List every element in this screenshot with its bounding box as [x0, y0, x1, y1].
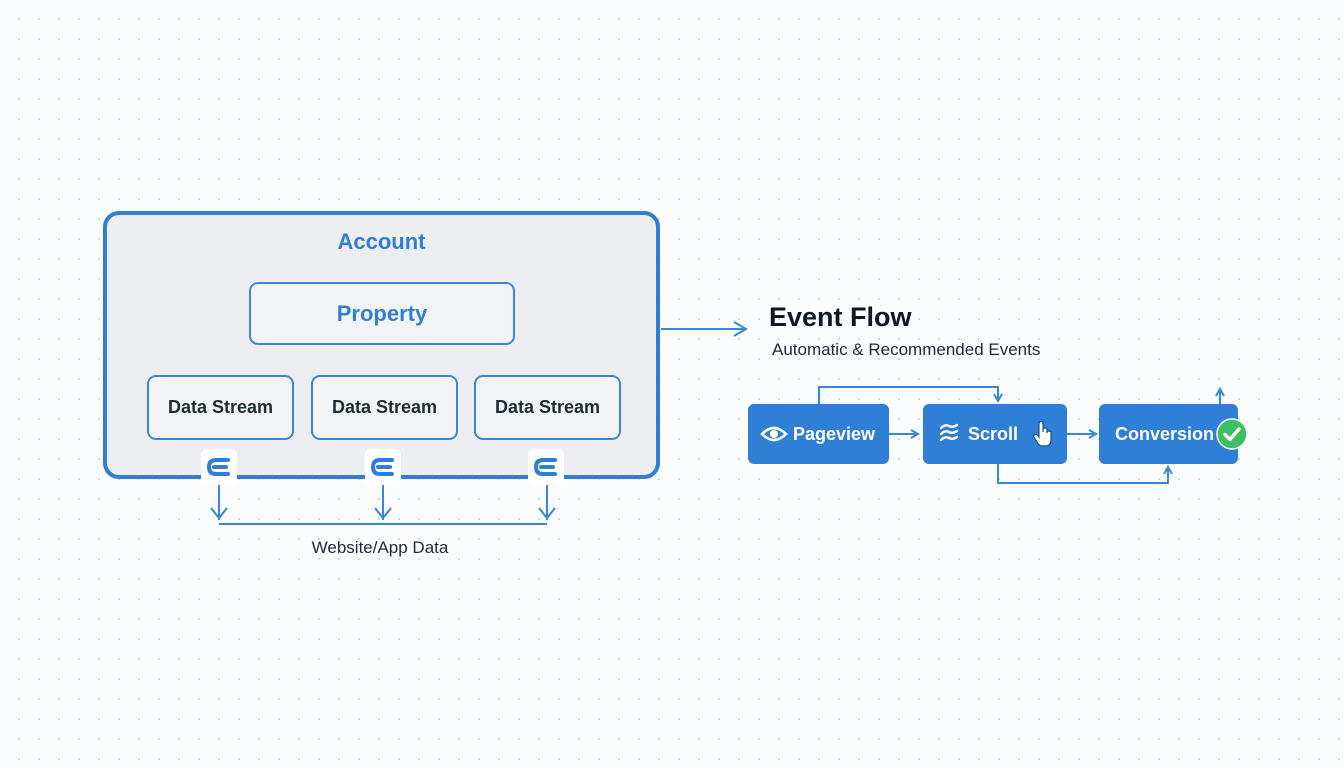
data-stream-node-3: Data Stream [474, 375, 621, 440]
source-caption: Website/App Data [311, 538, 449, 557]
checkmark-badge-icon [1216, 418, 1248, 450]
property-label: Property [336, 300, 428, 326]
data-stream-label: Data Stream [331, 397, 438, 417]
hand-pointer-icon [1032, 420, 1054, 448]
scroll-wave-icon [937, 421, 961, 447]
event-node-conversion: Conversion [1099, 404, 1238, 464]
event-label: Conversion [1115, 423, 1215, 444]
tag-icon [365, 449, 401, 485]
account-title: Account [337, 229, 426, 254]
data-stream-node-1: Data Stream [147, 375, 294, 440]
event-label: Pageview [793, 423, 876, 444]
event-label: Scroll [968, 423, 1019, 444]
data-stream-label: Data Stream [167, 397, 274, 417]
event-node-pageview: Pageview [748, 404, 889, 464]
eye-icon [760, 425, 788, 443]
tag-icon [201, 449, 237, 485]
data-stream-node-2: Data Stream [311, 375, 458, 440]
tag-icon [528, 449, 564, 485]
event-flow-connectors [818, 386, 1220, 484]
source-data-connector [210, 485, 556, 525]
event-node-scroll: Scroll [923, 404, 1067, 464]
event-flow-title: Event Flow [769, 302, 912, 332]
event-flow-subtitle: Automatic & Recommended Events [772, 340, 1041, 359]
data-stream-label: Data Stream [494, 397, 601, 417]
property-node: Property [249, 282, 515, 345]
